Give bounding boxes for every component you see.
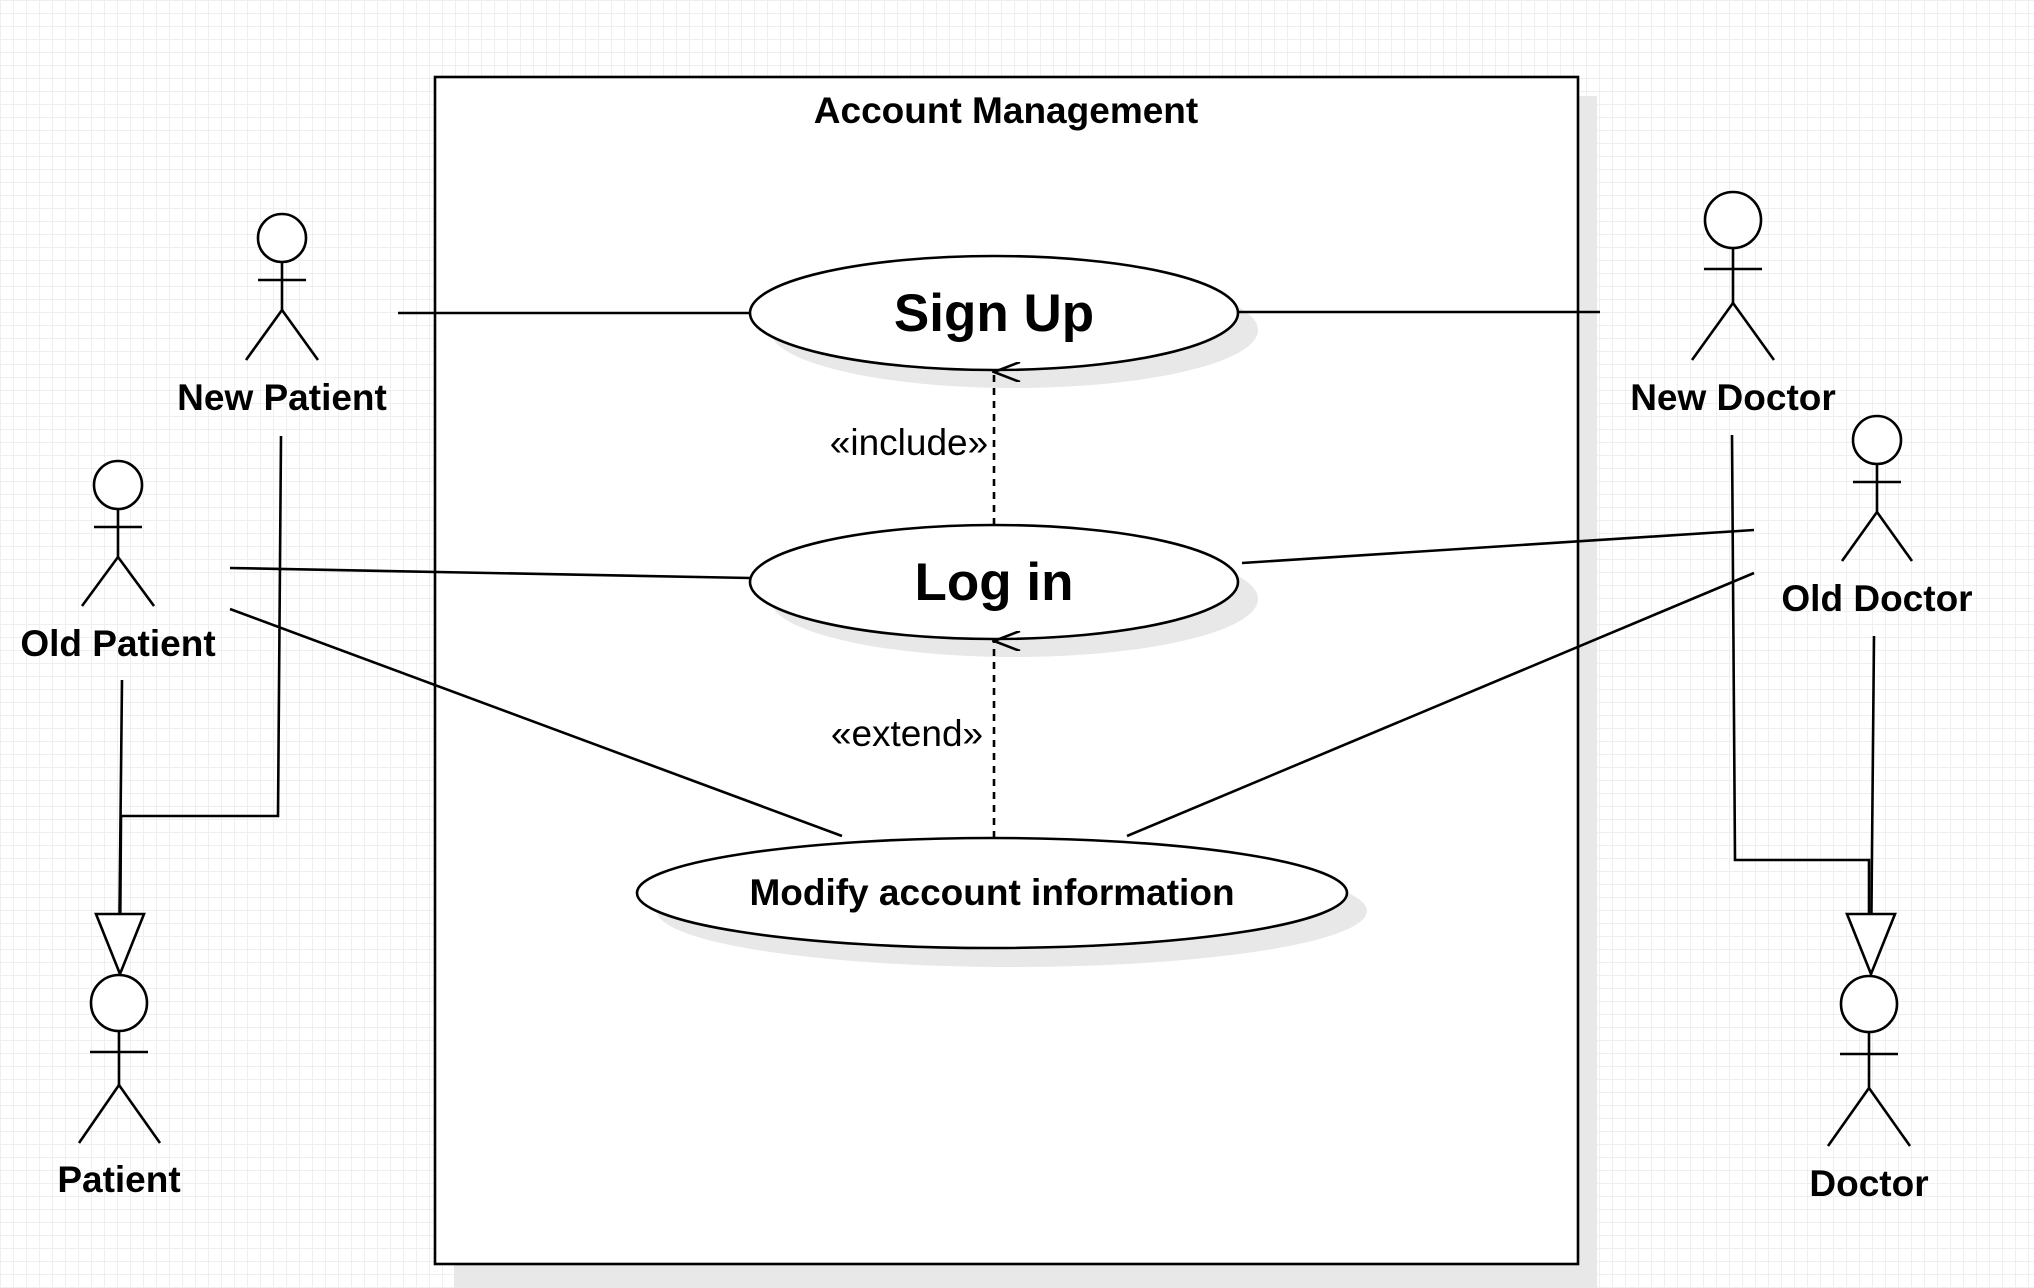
stick-figure-icon	[77, 973, 162, 1144]
association-old-doctor-modify[interactable]	[1126, 571, 1755, 838]
actor-patient-label: Patient	[57, 1159, 180, 1200]
stick-figure-icon	[1840, 414, 1914, 562]
generalization-new-patient-patient[interactable]	[118, 435, 283, 961]
generalization-old-doctor-doctor[interactable]	[1869, 635, 1876, 961]
actor-new-patient[interactable]: New Patient	[177, 212, 387, 418]
generalization-arrowhead-doctor	[1845, 912, 1897, 978]
association-old-patient-log-in[interactable]	[229, 566, 751, 580]
stick-figure-icon	[1826, 974, 1912, 1147]
actor-old-patient-label: Old Patient	[20, 623, 215, 664]
generalization-arrowhead-patient	[94, 912, 146, 978]
include-dependency[interactable]: «include»	[830, 372, 994, 525]
use-case-modify-account-label: Modify account information	[749, 872, 1234, 913]
stick-figure-icon	[80, 459, 156, 607]
generalization-new-doctor-doctor[interactable]	[1730, 434, 1871, 960]
actor-doctor[interactable]: Doctor	[1809, 974, 1929, 1204]
extend-dependency[interactable]: «extend»	[831, 641, 994, 838]
stick-figure-icon	[244, 212, 320, 361]
actor-old-patient[interactable]: Old Patient	[20, 459, 216, 664]
actor-old-doctor-label: Old Doctor	[1781, 578, 1972, 619]
use-case-log-in-label: Log in	[915, 553, 1074, 612]
association-old-patient-modify[interactable]	[229, 607, 843, 838]
actor-patient[interactable]: Patient	[57, 973, 181, 1200]
use-case-log-in[interactable]: Log in	[748, 523, 1258, 657]
use-case-modify-account[interactable]: Modify account information	[635, 836, 1367, 967]
association-old-doctor-log-in[interactable]	[1241, 528, 1755, 565]
include-label: «include»	[830, 422, 988, 463]
actor-new-doctor-label: New Doctor	[1630, 377, 1836, 418]
use-case-sign-up-label: Sign Up	[894, 284, 1094, 343]
stick-figure-icon	[1690, 190, 1776, 361]
actor-new-doctor[interactable]: New Doctor	[1630, 190, 1836, 418]
actor-new-patient-label: New Patient	[177, 377, 387, 418]
actor-doctor-label: Doctor	[1809, 1163, 1928, 1204]
actor-old-doctor[interactable]: Old Doctor	[1781, 414, 1973, 619]
system-title: Account Management	[814, 90, 1198, 131]
extend-label: «extend»	[831, 713, 983, 754]
